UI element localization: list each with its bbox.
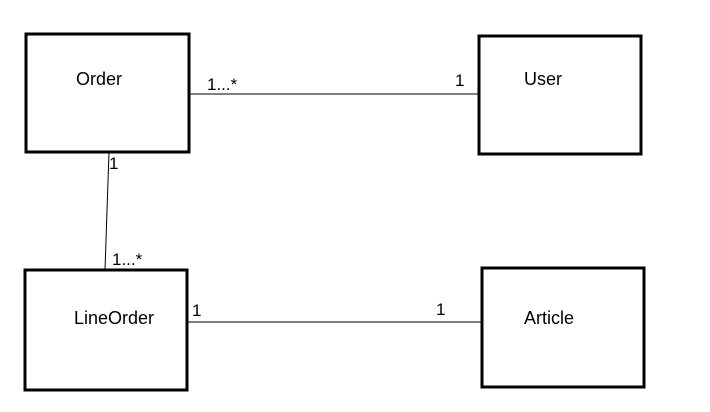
user-box [477, 34, 643, 156]
lineorder-label: LineOrder [74, 308, 154, 328]
article-box [480, 266, 646, 389]
article-entity[interactable]: Article [480, 266, 646, 389]
order-lineorder-multiplicity-lineorder-end: 1...* [112, 250, 143, 269]
lineorder-entity[interactable]: LineOrder [23, 268, 189, 392]
user-label: User [524, 69, 562, 89]
lineorder-article-multiplicity-lineorder-end: 1 [192, 301, 201, 320]
order-lineorder-multiplicity-order-end: 1 [109, 154, 118, 173]
order-lineorder-association-line [104, 151, 110, 271]
lineorder-box [23, 268, 189, 392]
order-box [24, 32, 191, 154]
user-entity[interactable]: User [477, 34, 643, 156]
article-label: Article [524, 308, 574, 328]
order-user-multiplicity-order-end: 1...* [207, 75, 238, 94]
lineorder-article-multiplicity-article-end: 1 [436, 300, 445, 319]
order-user-multiplicity-user-end: 1 [455, 71, 464, 90]
order-label: Order [76, 69, 122, 89]
order-entity[interactable]: Order [24, 32, 191, 154]
